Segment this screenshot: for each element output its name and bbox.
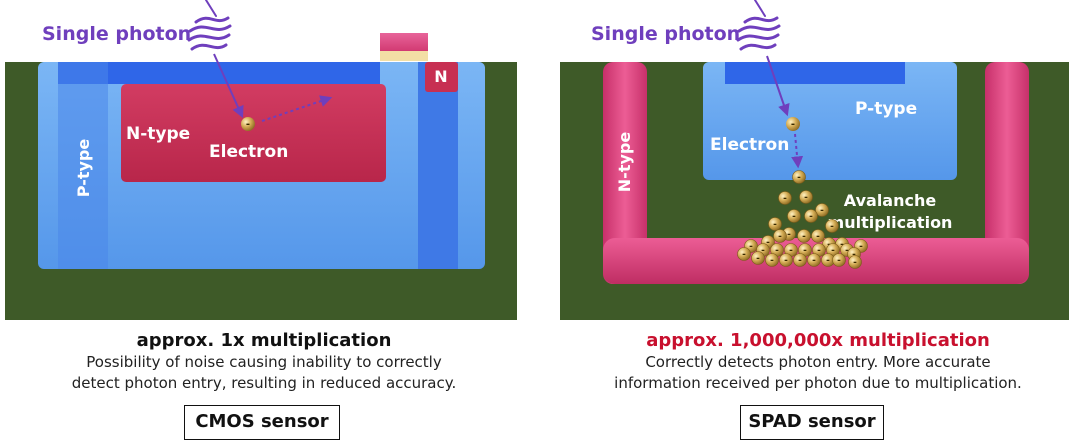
p-type-region	[703, 62, 957, 180]
electron-symbol: -	[802, 232, 806, 242]
avalanche-electron: -	[799, 190, 813, 204]
electron-symbol: -	[787, 230, 791, 240]
electron-symbol: -	[826, 256, 830, 266]
avalanche-electron: -	[804, 209, 818, 223]
gate-oxide	[380, 51, 428, 61]
electron-symbol: -	[803, 246, 807, 256]
avalanche-electron: -	[848, 255, 862, 269]
avalanche-electrons: ----------------------------------	[737, 170, 868, 269]
spad-sensor-label: SPAD sensor	[740, 405, 884, 440]
avalanche-label-line2: multiplication	[828, 213, 953, 232]
electron-label: Electron	[209, 142, 288, 162]
electron-symbol: -	[775, 246, 779, 256]
cmos-diagram: P-type N-type Electron N Single photon -	[5, 0, 517, 320]
avalanche-electron: -	[797, 229, 811, 243]
p-type-top-band	[58, 62, 380, 84]
avalanche-electron: -	[807, 253, 821, 267]
electron-symbol: -	[845, 246, 849, 256]
photon-wave-icon	[736, 0, 781, 51]
avalanche-electron: -	[825, 219, 839, 233]
electron-symbol: -	[816, 232, 820, 242]
avalanche-electron: -	[793, 253, 807, 267]
avalanche-label-line1: Avalanche	[844, 191, 937, 210]
avalanche-electron: -	[737, 247, 751, 261]
electron-symbol: -	[830, 222, 834, 232]
electron-symbol: -	[804, 193, 808, 203]
photon-label: Single photon	[591, 23, 740, 45]
electron-drift-arrow	[791, 133, 804, 169]
photon-label: Single photon	[42, 23, 191, 45]
spad-description-line2: information received per photon due to m…	[614, 374, 1022, 392]
electron-symbol: -	[852, 250, 856, 260]
photon-path-arrow	[766, 55, 790, 117]
p-type-label: P-type	[855, 99, 917, 119]
gate-contact	[380, 33, 428, 51]
cmos-description-line1: Possibility of noise causing inability t…	[86, 353, 442, 371]
electron-symbol: -	[798, 256, 802, 266]
cmos-sensor-label: CMOS sensor	[184, 405, 340, 440]
cmos-caption: approx. 1x multiplication Possibility of…	[4, 330, 524, 394]
n-type-label: N-type	[126, 124, 190, 144]
n-tag-region	[425, 62, 458, 92]
electron-symbol: -	[817, 246, 821, 256]
electron-symbol: -	[756, 254, 760, 264]
avalanche-electron: -	[821, 253, 835, 267]
spad-caption: approx. 1,000,000x multiplication Correc…	[558, 330, 1077, 394]
avalanche-electron: -	[751, 251, 765, 265]
n-type-right-arm	[985, 62, 1029, 284]
electron-symbol: -	[770, 256, 774, 266]
spad-description-line1: Correctly detects photon entry. More acc…	[645, 353, 991, 371]
electron-symbol: -	[812, 256, 816, 266]
electron-symbol: -	[859, 242, 863, 252]
avalanche-electron: -	[773, 229, 787, 243]
electron-symbol: -	[789, 246, 793, 256]
electron-symbol: -	[809, 212, 813, 222]
electron-symbol: -	[749, 242, 753, 252]
avalanche-electron: -	[811, 229, 825, 243]
electron-symbol: -	[791, 119, 795, 130]
electron-symbol: -	[742, 250, 746, 260]
avalanche-electron: -	[792, 170, 806, 184]
electron-symbol: -	[766, 238, 770, 248]
electron-symbol: -	[773, 220, 777, 230]
cmos-headline: approx. 1x multiplication	[136, 330, 392, 351]
cmos-description-line2: detect photon entry, resulting in reduce…	[71, 374, 457, 392]
electron-symbol: -	[778, 232, 782, 242]
p-type-right-band	[418, 62, 458, 269]
avalanche-electron: -	[778, 191, 792, 205]
p-type-top-band	[725, 62, 905, 84]
electron-label: Electron	[710, 135, 789, 155]
n-type-label: N-type	[615, 132, 634, 193]
electron-symbol: -	[784, 256, 788, 266]
electron-symbol: -	[840, 240, 844, 250]
avalanche-electron: -	[768, 217, 782, 231]
avalanche-electron: -	[779, 253, 793, 267]
spad-diagram: N-type P-type Electron Avalanche multipl…	[560, 0, 1069, 320]
avalanche-electron: -	[765, 253, 779, 267]
electron-symbol: -	[837, 256, 841, 266]
p-type-left-band	[58, 62, 108, 269]
avalanche-electron: -	[832, 253, 846, 267]
electron-symbol: -	[820, 206, 824, 216]
n-type-region	[121, 84, 386, 182]
photon-path-arrow	[213, 53, 244, 119]
electron-symbol: -	[761, 246, 765, 256]
electron-particle: -	[241, 117, 255, 131]
spad-headline: approx. 1,000,000x multiplication	[646, 330, 990, 351]
photon-wave-icon	[187, 0, 232, 51]
avalanche-electron: -	[815, 203, 829, 217]
electron-symbol: -	[797, 173, 801, 183]
electron-symbol: -	[783, 194, 787, 204]
electron-symbol: -	[853, 258, 857, 268]
avalanche-electron: -	[787, 209, 801, 223]
n-tag-label: N	[434, 67, 447, 86]
n-type-left-arm	[603, 62, 647, 284]
p-type-label: P-type	[74, 139, 93, 198]
electron-particle: -	[786, 117, 800, 131]
electron-symbol: -	[246, 119, 250, 130]
electron-symbol: -	[792, 212, 796, 222]
electron-symbol: -	[831, 246, 835, 256]
